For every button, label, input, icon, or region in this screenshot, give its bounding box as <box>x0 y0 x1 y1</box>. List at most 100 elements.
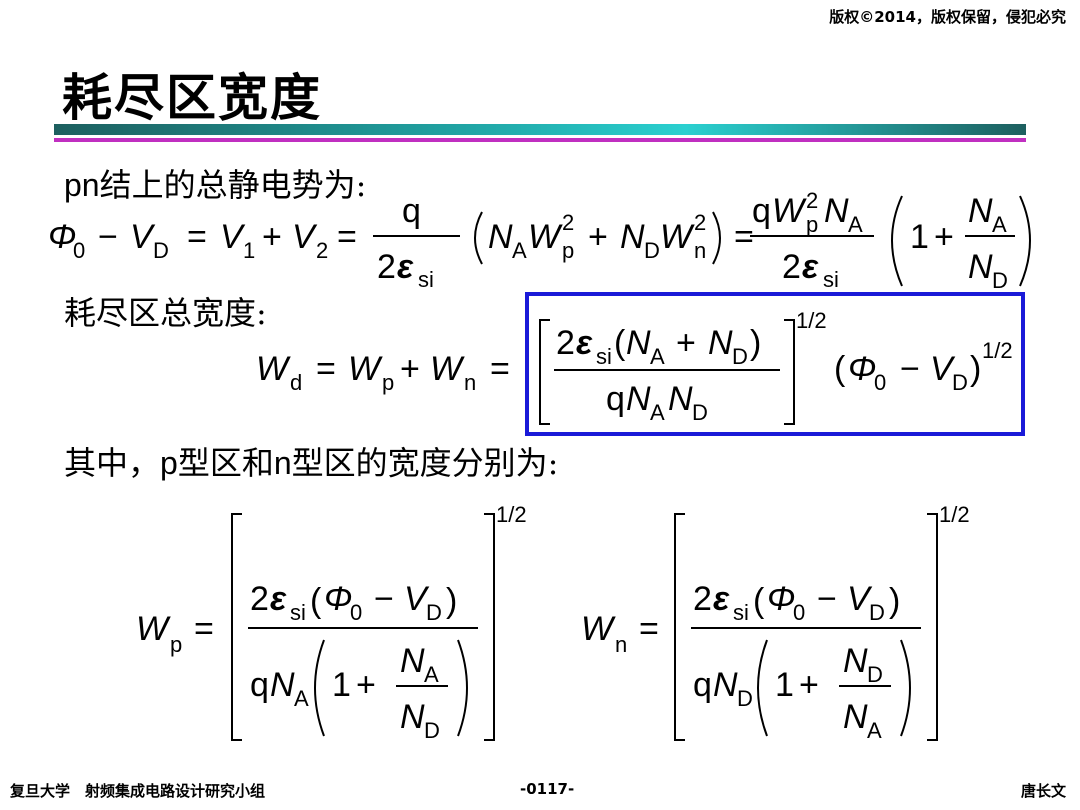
svg-text:D: D <box>869 600 885 625</box>
svg-text:=: = <box>639 610 659 648</box>
svg-text:): ) <box>889 582 900 620</box>
svg-text:N: N <box>668 380 693 418</box>
svg-text:V: V <box>220 218 246 256</box>
text-line-total-width: 耗尽区总宽度: <box>64 294 267 332</box>
svg-text:): ) <box>970 350 981 388</box>
svg-text:V: V <box>404 580 430 618</box>
slide-title: 耗尽区宽度 <box>62 68 322 127</box>
svg-text:W: W <box>348 350 383 388</box>
equation-wn: W n = 1/2 2 ε si ( Φ 0 − V D ) q N D 1 +… <box>581 502 970 743</box>
svg-text:q: q <box>606 380 625 418</box>
svg-text:0: 0 <box>73 238 85 263</box>
svg-text:2: 2 <box>377 248 396 286</box>
svg-text:A: A <box>867 718 882 743</box>
svg-text:D: D <box>992 268 1008 293</box>
svg-text:si: si <box>596 344 612 369</box>
svg-text:2: 2 <box>250 580 269 618</box>
svg-text:2: 2 <box>806 190 818 213</box>
equation-total-width: W d = W p + W n = 1/2 2 ε si ( N A + N D… <box>256 292 1025 436</box>
footer-affiliation: 复旦大学 射频集成电路设计研究小组 <box>10 782 266 800</box>
svg-text:A: A <box>992 212 1007 237</box>
title-divider-magenta <box>54 138 1026 142</box>
svg-text:(: ( <box>834 350 846 388</box>
svg-text:ε: ε <box>397 248 414 286</box>
svg-text:2: 2 <box>556 324 575 362</box>
svg-text:D: D <box>737 686 753 711</box>
svg-text:−: − <box>374 580 394 618</box>
svg-text:(: ( <box>310 582 322 620</box>
svg-text:W: W <box>581 610 616 648</box>
svg-text:+: + <box>799 666 819 704</box>
svg-text:W: W <box>528 218 563 256</box>
copyright-notice: 版权©2014，版权保留，侵犯必究 <box>829 8 1066 26</box>
svg-text:D: D <box>952 370 968 395</box>
svg-text:ε: ε <box>802 248 819 286</box>
svg-text:+: + <box>934 218 954 256</box>
svg-text:ε: ε <box>270 580 287 618</box>
svg-text:W: W <box>256 350 291 388</box>
svg-text:D: D <box>732 344 748 369</box>
equation-potential: Φ 0 − V D = V 1 + V 2 = q 2 ε si N A W 2… <box>48 190 1031 293</box>
svg-text:si: si <box>418 267 434 292</box>
svg-text:Φ: Φ <box>767 580 795 618</box>
svg-text:2: 2 <box>782 248 801 286</box>
svg-text:V: V <box>292 218 318 256</box>
svg-text:N: N <box>488 218 513 256</box>
svg-text:p: p <box>562 238 574 263</box>
svg-text:q: q <box>402 192 421 230</box>
svg-text:A: A <box>294 686 309 711</box>
equation-wp: W p = 1/2 2 ε si ( Φ 0 − V D ) q N A 1 +… <box>136 502 527 743</box>
svg-text:1/2: 1/2 <box>496 502 527 527</box>
svg-text:+: + <box>262 218 282 256</box>
svg-text:n: n <box>464 370 476 395</box>
svg-text:d: d <box>290 370 302 395</box>
highlight-box <box>525 292 1025 436</box>
svg-text:(: ( <box>753 582 765 620</box>
svg-text:=: = <box>337 218 357 256</box>
svg-text:p: p <box>806 212 818 237</box>
svg-text:N: N <box>708 324 733 362</box>
svg-text:1: 1 <box>910 218 929 256</box>
svg-text:1/2: 1/2 <box>982 338 1013 363</box>
svg-text:V: V <box>847 580 873 618</box>
svg-text:−: − <box>817 580 837 618</box>
svg-text:1: 1 <box>243 238 255 263</box>
svg-text:A: A <box>650 400 665 425</box>
svg-text:N: N <box>713 666 738 704</box>
svg-text:+: + <box>400 350 420 388</box>
svg-text:N: N <box>968 248 993 286</box>
svg-text:V: V <box>930 350 956 388</box>
svg-text:D: D <box>867 662 883 687</box>
svg-text:N: N <box>270 666 295 704</box>
svg-text:+: + <box>356 666 376 704</box>
svg-text:+: + <box>676 324 696 362</box>
svg-text:A: A <box>848 212 863 237</box>
svg-text:0: 0 <box>793 600 805 625</box>
svg-text:=: = <box>316 350 336 388</box>
svg-text:si: si <box>290 600 306 625</box>
svg-text:W: W <box>660 218 695 256</box>
svg-text:N: N <box>843 642 868 680</box>
svg-text:si: si <box>823 267 839 292</box>
footer-page-number: -0117- <box>520 780 575 798</box>
svg-text:D: D <box>692 400 708 425</box>
svg-text:): ) <box>750 324 761 362</box>
svg-text:=: = <box>194 610 214 648</box>
svg-text:1: 1 <box>332 666 351 704</box>
footer-author: 唐长文 <box>1020 782 1066 800</box>
svg-text:=: = <box>490 350 510 388</box>
svg-text:N: N <box>968 192 993 230</box>
text-line-potential: pn结上的总静电势为: <box>64 166 367 204</box>
svg-text:=: = <box>734 218 754 256</box>
svg-text:A: A <box>650 344 665 369</box>
svg-text:D: D <box>644 238 660 263</box>
svg-text:2: 2 <box>316 238 328 263</box>
svg-text:): ) <box>446 582 457 620</box>
svg-text:1/2: 1/2 <box>796 308 827 333</box>
title-divider-teal <box>54 124 1026 135</box>
svg-text:0: 0 <box>874 370 886 395</box>
svg-text:q: q <box>250 666 269 704</box>
svg-text:N: N <box>626 324 651 362</box>
svg-text:D: D <box>153 238 169 263</box>
svg-text:=: = <box>187 218 207 256</box>
